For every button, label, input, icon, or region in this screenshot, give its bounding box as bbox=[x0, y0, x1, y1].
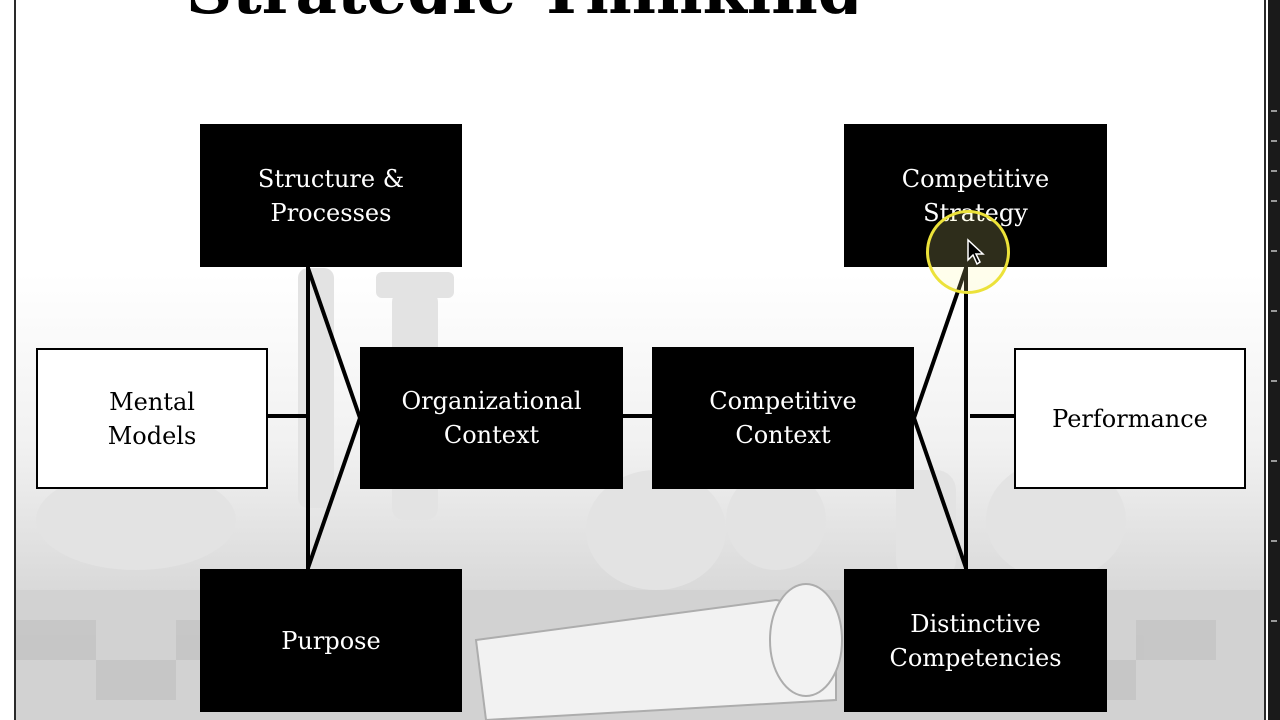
connector-structure-orgcontext bbox=[306, 267, 362, 419]
scrollbar-tick bbox=[1271, 540, 1277, 542]
performance-label: Performance bbox=[1052, 404, 1208, 433]
mouse-pointer-icon bbox=[967, 238, 985, 266]
scrollbar-tick bbox=[1271, 200, 1277, 202]
connector-compcontext-competencies bbox=[912, 417, 968, 569]
slide-title: Strategic Thinking bbox=[186, 0, 863, 14]
distinctive-competencies-label: Distinctive Competencies bbox=[889, 609, 1062, 672]
performance-box: Performance bbox=[1014, 348, 1246, 489]
competitive-context-label: Competitive Context bbox=[709, 387, 857, 449]
diagram-connectors bbox=[266, 266, 1014, 570]
scrollbar-tick bbox=[1271, 170, 1277, 172]
connector-purpose-orgcontext bbox=[306, 417, 362, 569]
scrollbar-tick bbox=[1271, 250, 1277, 252]
structure-processes-box: Structure & Processes bbox=[200, 124, 462, 267]
purpose-box: Purpose bbox=[200, 569, 462, 712]
organizational-context-box: Organizational Context bbox=[360, 347, 623, 489]
distinctive-competencies-box: Distinctive Competencies bbox=[844, 569, 1107, 712]
purpose-label: Purpose bbox=[281, 626, 381, 655]
competitive-context-box: Competitive Context bbox=[652, 347, 914, 489]
scrollbar-tick bbox=[1271, 110, 1277, 112]
scrollbar-tick bbox=[1271, 460, 1277, 462]
scrollbar-tick bbox=[1271, 620, 1277, 622]
scrollbar-tick bbox=[1271, 310, 1277, 312]
organizational-context-label: Organizational Context bbox=[401, 387, 582, 449]
mental-models-label: Mental Models bbox=[107, 387, 197, 450]
scrollbar-tick bbox=[1271, 380, 1277, 382]
right-edge-scrollbar[interactable] bbox=[1268, 0, 1280, 720]
connector-compcontext-strategy bbox=[912, 267, 968, 419]
structure-processes-label: Structure & Processes bbox=[257, 164, 405, 227]
slide: Strategic Thinking Structure & Processes… bbox=[14, 0, 1266, 720]
scrollbar-tick bbox=[1271, 140, 1277, 142]
mental-models-box: Mental Models bbox=[36, 348, 268, 489]
